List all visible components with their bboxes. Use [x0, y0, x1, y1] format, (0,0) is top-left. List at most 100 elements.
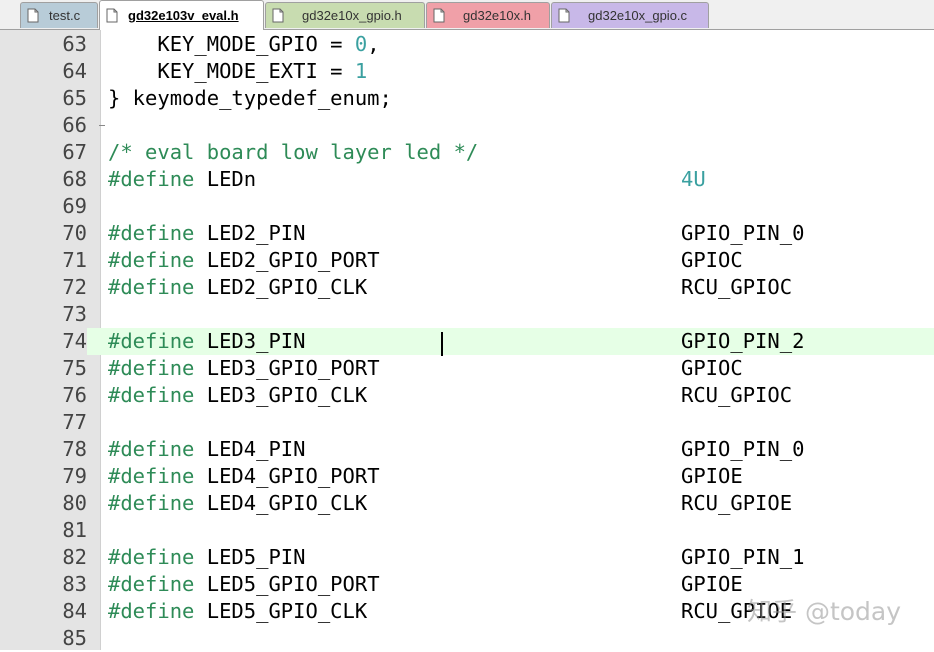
- line-number: 74: [0, 328, 87, 355]
- tab-label: test.c: [49, 8, 81, 23]
- macro-value: RCU_GPIOC: [681, 383, 793, 407]
- macro-value: GPIOE: [681, 464, 743, 488]
- code-text: KEY_MODE_GPIO = 0,: [108, 31, 380, 58]
- code-line[interactable]: 63 KEY_MODE_GPIO = 0,: [0, 31, 934, 58]
- macro-name: LEDn: [194, 167, 257, 191]
- macro-name: LED4_PIN: [194, 437, 306, 461]
- file-icon: [558, 8, 570, 23]
- code-line[interactable]: 84 #define LED5_GPIO_CLK RCU_GPIOE: [0, 598, 934, 625]
- define-keyword: #define: [108, 464, 195, 488]
- tab-gd32e10x-h[interactable]: gd32e10x.h: [426, 2, 550, 28]
- number-literal: 0: [354, 32, 368, 56]
- tab-label: gd32e103v_eval.h: [128, 8, 239, 23]
- code-segment: } keymode_typedef_enum;: [108, 86, 392, 110]
- define-keyword: #define: [108, 383, 195, 407]
- code-line[interactable]: 81: [0, 517, 934, 544]
- code-text: KEY_MODE_EXTI = 1: [108, 58, 367, 85]
- code-line[interactable]: 64 KEY_MODE_EXTI = 1: [0, 58, 934, 85]
- define-keyword: #define: [108, 329, 195, 353]
- code-line[interactable]: 75 #define LED3_GPIO_PORT GPIOC: [0, 355, 934, 382]
- code-line[interactable]: 68 #define LEDn 4U: [0, 166, 934, 193]
- line-number: 69: [62, 194, 87, 218]
- tab-gd32e10x-gpio-h[interactable]: gd32e10x_gpio.h: [265, 2, 425, 28]
- code-text: #define LED2_GPIO_PORT: [108, 247, 380, 274]
- number-literal: 1: [354, 59, 368, 83]
- line-number: 84: [62, 599, 87, 623]
- line-number: 78: [62, 437, 87, 461]
- code-punctuation: ,: [367, 32, 380, 56]
- define-keyword: #define: [108, 545, 195, 569]
- define-keyword: #define: [108, 599, 195, 623]
- code-text: #define LED3_PIN: [108, 328, 306, 355]
- code-line[interactable]: 79 #define LED4_GPIO_PORT GPIOE: [0, 463, 934, 490]
- macro-value: RCU_GPIOE: [681, 491, 793, 515]
- define-keyword: #define: [108, 167, 195, 191]
- line-number: 75: [62, 356, 87, 380]
- watermark: 知乎 @today: [747, 597, 902, 626]
- line-number: 66: [62, 113, 87, 137]
- define-keyword: #define: [108, 275, 195, 299]
- code-text: #define LED5_GPIO_CLK: [108, 598, 367, 625]
- macro-name: LED3_PIN: [194, 329, 306, 353]
- code-segment: KEY_MODE_EXTI =: [108, 59, 355, 83]
- define-keyword: #define: [108, 437, 195, 461]
- line-number: 77: [62, 410, 87, 434]
- tab-label: gd32e10x_gpio.c: [588, 8, 688, 23]
- macro-value: GPIOE: [681, 572, 743, 596]
- macro-value: RCU_GPIOE: [681, 599, 793, 623]
- fold-marker[interactable]: [99, 125, 105, 126]
- define-keyword: #define: [108, 356, 195, 380]
- macro-name: LED2_PIN: [194, 221, 306, 245]
- code-text: #define LED4_PIN: [108, 436, 306, 463]
- macro-value: 4U: [681, 167, 706, 191]
- file-icon: [106, 8, 118, 23]
- tab-label: gd32e10x.h: [463, 8, 531, 23]
- code-line[interactable]: 67/* eval board low layer led */: [0, 139, 934, 166]
- tab-test-c[interactable]: test.c: [20, 2, 98, 28]
- file-icon: [272, 8, 284, 23]
- macro-name: LED5_GPIO_CLK: [194, 599, 368, 623]
- code-line[interactable]: 85: [0, 625, 934, 652]
- macro-value: GPIO_PIN_1: [681, 545, 805, 569]
- line-number: 81: [62, 518, 87, 542]
- macro-value: RCU_GPIOC: [681, 275, 793, 299]
- tab-gd32e10x-gpio-c[interactable]: gd32e10x_gpio.c: [551, 2, 709, 28]
- code-text: #define LED3_GPIO_PORT: [108, 355, 380, 382]
- file-icon: [433, 8, 445, 23]
- macro-name: LED3_GPIO_PORT: [194, 356, 380, 380]
- line-number: 80: [62, 491, 87, 515]
- code-line[interactable]: 66: [0, 112, 934, 139]
- macro-value: GPIO_PIN_0: [681, 437, 805, 461]
- line-number: 79: [62, 464, 87, 488]
- code-text: #define LED5_PIN: [108, 544, 306, 571]
- code-line[interactable]: 73: [0, 301, 934, 328]
- code-line[interactable]: 69: [0, 193, 934, 220]
- line-number: 63: [62, 32, 87, 56]
- code-line[interactable]: 77: [0, 409, 934, 436]
- define-keyword: #define: [108, 221, 195, 245]
- code-line[interactable]: 65} keymode_typedef_enum;: [0, 85, 934, 112]
- code-text: #define LED3_GPIO_CLK: [108, 382, 367, 409]
- line-number: 64: [62, 59, 87, 83]
- macro-name: LED4_GPIO_CLK: [194, 491, 368, 515]
- code-editor[interactable]: 63 KEY_MODE_GPIO = 0,64 KEY_MODE_EXTI = …: [0, 30, 934, 650]
- line-number: 68: [62, 167, 87, 191]
- macro-name: LED5_GPIO_PORT: [194, 572, 380, 596]
- macro-value: GPIOC: [681, 356, 743, 380]
- macro-name: LED4_GPIO_PORT: [194, 464, 380, 488]
- tab-label: gd32e10x_gpio.h: [302, 8, 402, 23]
- code-text: #define LEDn: [108, 166, 256, 193]
- text-cursor: [441, 332, 443, 356]
- code-text: #define LED2_PIN: [108, 220, 306, 247]
- tab-gd32e103v-eval-h[interactable]: gd32e103v_eval.h: [99, 0, 264, 30]
- code-line[interactable]: 78 #define LED4_PIN GPIO_PIN_0: [0, 436, 934, 463]
- line-number: 70: [62, 221, 87, 245]
